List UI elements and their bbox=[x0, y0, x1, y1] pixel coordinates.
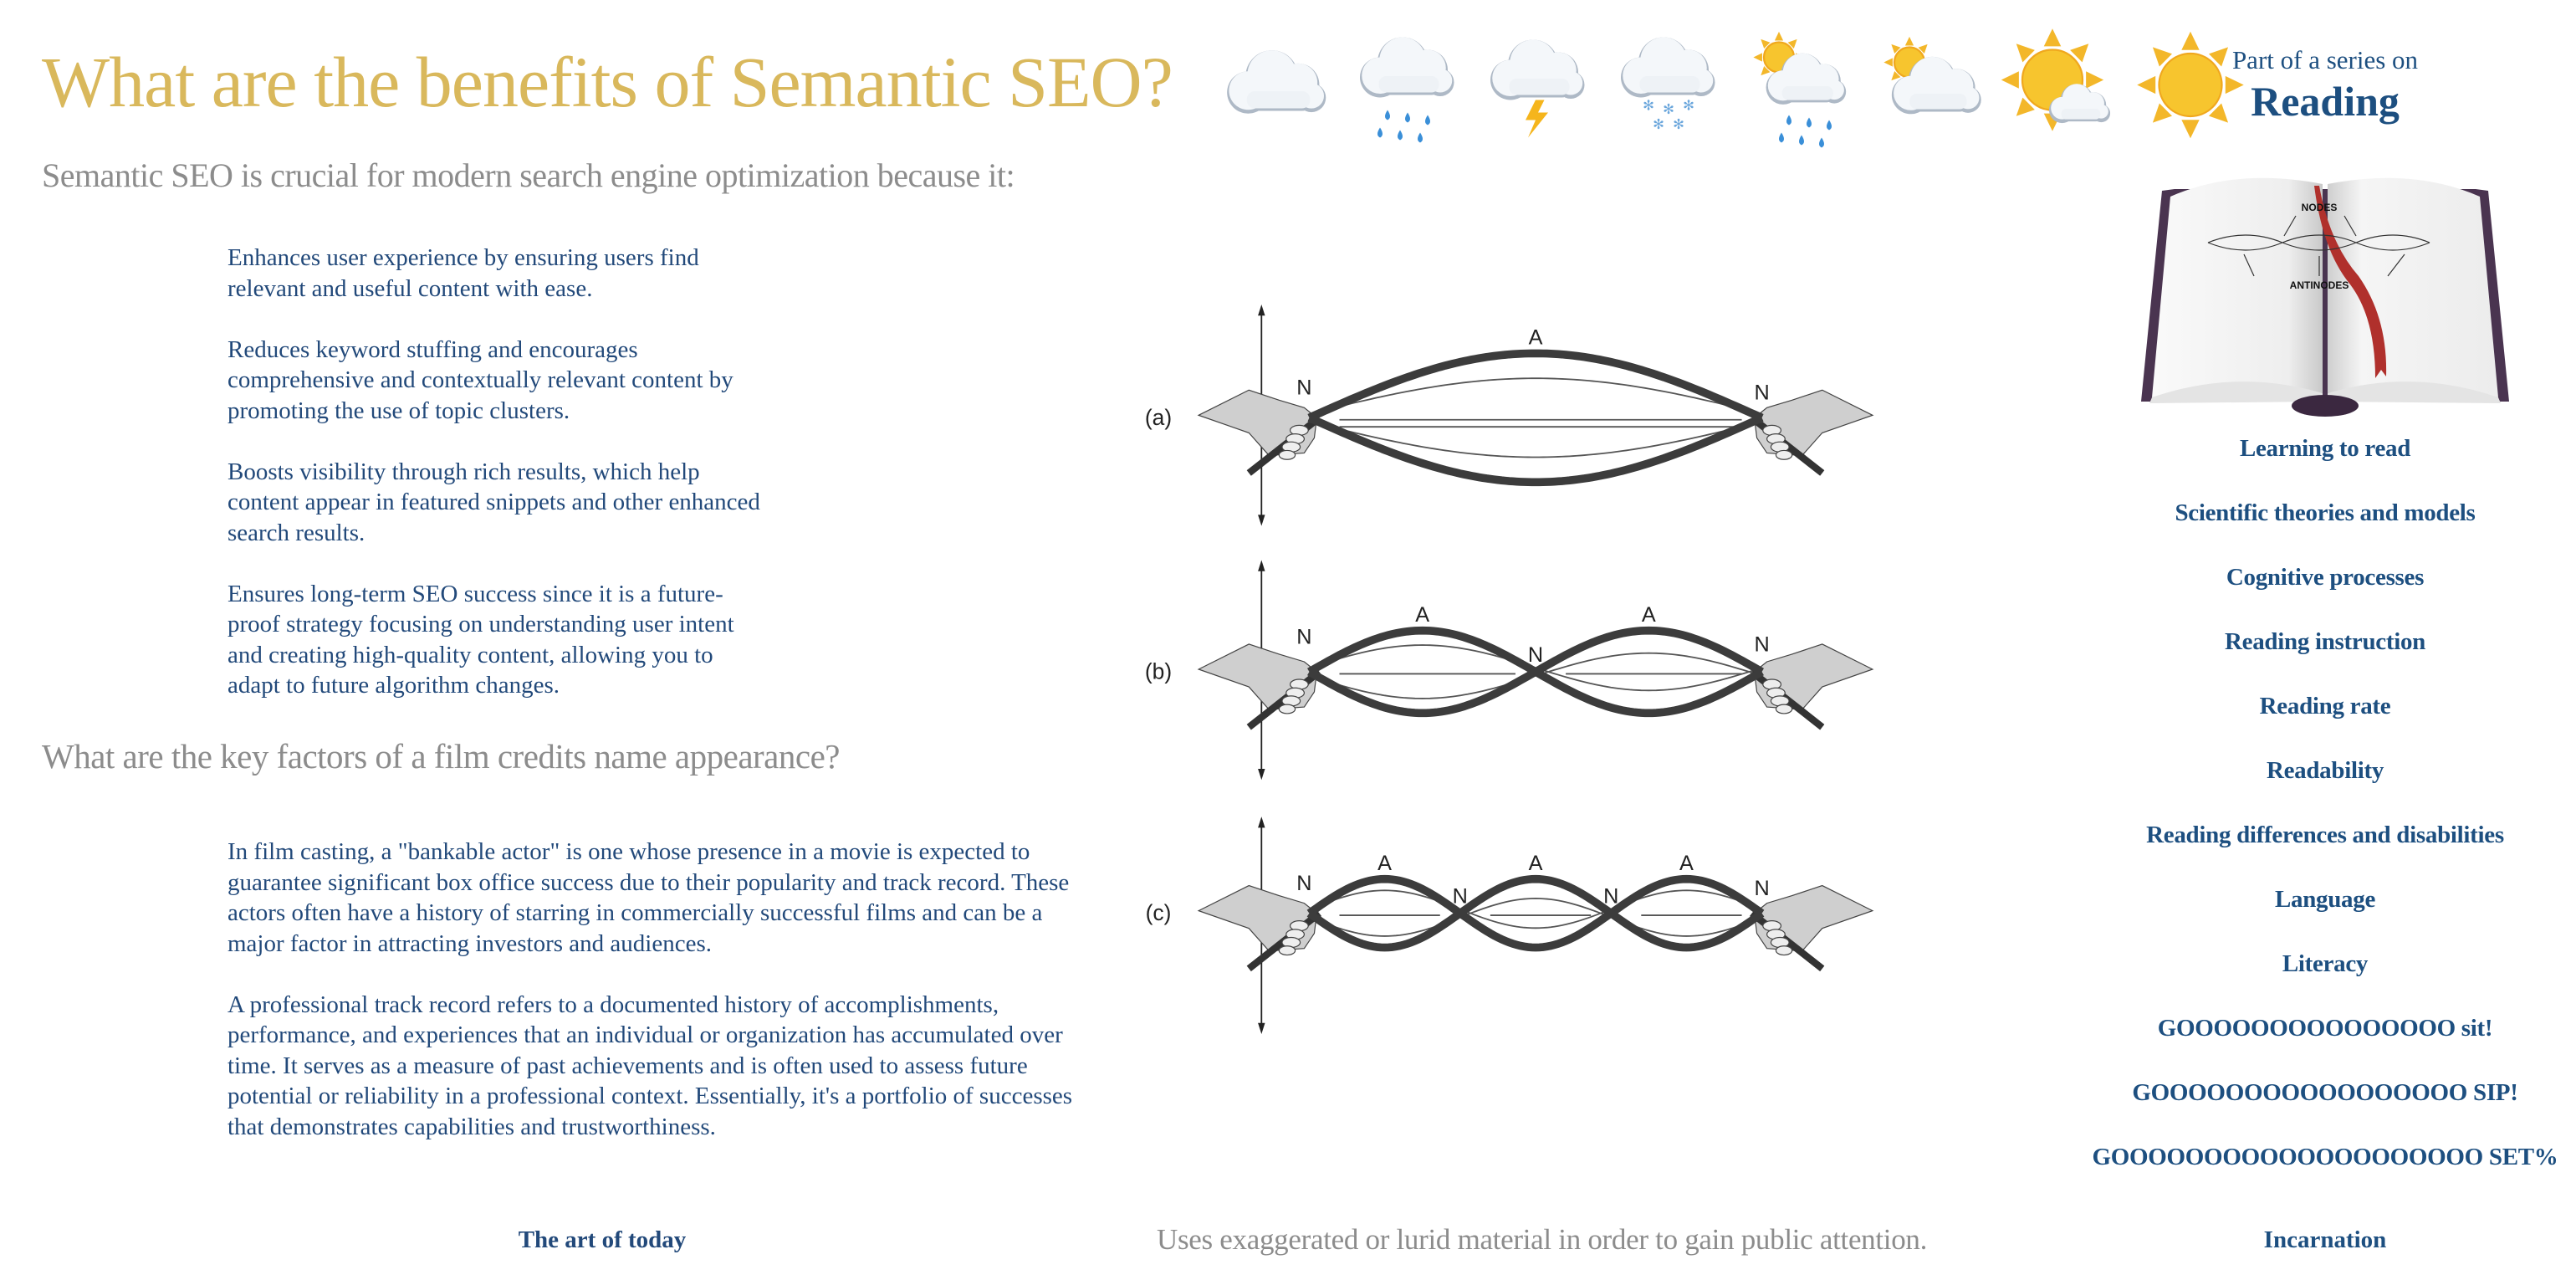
cloud-rain-icon bbox=[1360, 37, 1454, 143]
antinode-label: A bbox=[1529, 852, 1543, 875]
nav-item-cognitive-processes[interactable]: Cognitive processes bbox=[2226, 564, 2425, 591]
book-label-nodes: NODES bbox=[2302, 202, 2338, 213]
wave-upper bbox=[1307, 349, 1764, 422]
cloud-icon bbox=[1227, 50, 1326, 114]
right-hand-icon bbox=[1749, 389, 1874, 476]
inner-wave bbox=[1309, 421, 1762, 458]
benefit-paragraph: Boosts visibility through rich results, … bbox=[227, 458, 760, 546]
cloud-snow-icon: ✻✻✻✻✻ bbox=[1621, 37, 1715, 132]
footer-art-link[interactable]: The art of today bbox=[518, 1226, 687, 1253]
wave-upper bbox=[1306, 874, 1765, 952]
book-label-antinodes: ANTINODES bbox=[2290, 279, 2349, 291]
nav-item-incarnation[interactable]: Incarnation bbox=[2263, 1226, 2387, 1253]
svg-text:✻: ✻ bbox=[1643, 98, 1654, 114]
factor-paragraph: A professional track record refers to a … bbox=[227, 991, 1073, 1140]
sun-behind-large-cloud-icon bbox=[1883, 36, 1981, 115]
series-title[interactable]: Reading bbox=[2251, 78, 2400, 125]
right-hand-icon bbox=[1749, 643, 1874, 730]
arrow-up-icon bbox=[1258, 560, 1265, 571]
inner-wave bbox=[1309, 889, 1762, 929]
sun-behind-rain-cloud-icon bbox=[1753, 31, 1847, 148]
benefit-paragraph: Ensures long-term SEO success since it i… bbox=[227, 580, 734, 699]
svg-text:✻: ✻ bbox=[1673, 116, 1684, 132]
page-title: What are the benefits of Semantic SEO? bbox=[42, 42, 1173, 122]
open-book-image: NODES ANTINODES bbox=[2141, 177, 2509, 417]
cloud-lightning-icon bbox=[1490, 39, 1585, 138]
node-label: N bbox=[1453, 885, 1468, 909]
wave-lower bbox=[1307, 626, 1764, 718]
nav-item-language[interactable]: Language bbox=[2274, 886, 2376, 913]
node-label: N bbox=[1296, 625, 1311, 648]
node-label: N bbox=[1528, 643, 1543, 667]
left-hand-icon bbox=[1197, 389, 1322, 476]
footer-definition: Uses exaggerated or lurid material in or… bbox=[1157, 1223, 1928, 1256]
antinode-label: A bbox=[1377, 852, 1392, 875]
node-label: N bbox=[1754, 877, 1769, 900]
inner-wave bbox=[1309, 377, 1762, 415]
antinode-label: A bbox=[1415, 603, 1429, 627]
node-label: N bbox=[1296, 376, 1311, 400]
section-heading: What are the key factors of a film credi… bbox=[42, 737, 840, 776]
panel-label: (a) bbox=[1145, 405, 1172, 430]
node-label: N bbox=[1754, 381, 1769, 405]
arrow-down-icon bbox=[1258, 1022, 1265, 1034]
nav-item-scientific-theories[interactable]: Scientific theories and models bbox=[2175, 499, 2476, 526]
nav-item-reading-differences[interactable]: Reading differences and disabilities bbox=[2146, 822, 2504, 848]
nav-item-go-sit[interactable]: GOOOOOOOOOOOOOOO sit! bbox=[2157, 1015, 2493, 1042]
svg-text:✻: ✻ bbox=[1683, 98, 1694, 114]
node-label: N bbox=[1754, 632, 1769, 656]
arrow-up-icon bbox=[1258, 817, 1265, 828]
factor-paragraph: In film casting, a "bankable actor" is o… bbox=[227, 838, 1070, 957]
left-hand-icon bbox=[1197, 884, 1322, 972]
standing-wave-diagram: (a) N N A (b) N N N A A (c) N N N N A A A bbox=[1145, 305, 1874, 1034]
nav-item-reading-instruction[interactable]: Reading instruction bbox=[2224, 628, 2426, 655]
arrow-down-icon bbox=[1258, 515, 1265, 526]
arrow-up-icon bbox=[1258, 305, 1265, 316]
factors-text: In film casting, a "bankable actor" is o… bbox=[227, 837, 1081, 1173]
antinode-label: A bbox=[1679, 852, 1694, 875]
wave-lower bbox=[1306, 874, 1765, 952]
sun-icon bbox=[2137, 31, 2244, 139]
panel-label: (b) bbox=[1145, 658, 1172, 684]
benefit-paragraph: Reduces keyword stuffing and encourages … bbox=[227, 335, 733, 424]
nav-item-go-set[interactable]: GOOOOOOOOOOOOOOOOOOOO SET% bbox=[2092, 1144, 2558, 1170]
panel-label: (c) bbox=[1146, 900, 1172, 925]
svg-text:✻: ✻ bbox=[1663, 101, 1674, 117]
svg-text:✻: ✻ bbox=[1653, 116, 1664, 132]
benefits-list: Enhances user experience by ensuring use… bbox=[227, 243, 771, 731]
nav-item-readability[interactable]: Readability bbox=[2266, 757, 2384, 784]
antinode-label: A bbox=[1642, 603, 1656, 627]
left-hand-icon bbox=[1197, 643, 1322, 730]
right-hand-icon bbox=[1749, 884, 1874, 972]
sun-behind-small-cloud-icon bbox=[2001, 28, 2111, 131]
weather-emoji-row: ✻✻✻✻✻ bbox=[1214, 17, 2253, 167]
inner-wave bbox=[1309, 898, 1762, 937]
nav-item-literacy[interactable]: Literacy bbox=[2282, 950, 2369, 977]
nav-item-reading-rate[interactable]: Reading rate bbox=[2259, 693, 2391, 719]
arrow-down-icon bbox=[1258, 769, 1265, 781]
series-label: Part of a series on bbox=[2231, 45, 2419, 74]
benefit-paragraph: Enhances user experience by ensuring use… bbox=[227, 244, 699, 302]
nav-item-go-sip[interactable]: GOOOOOOOOOOOOOOOOO SIP! bbox=[2132, 1079, 2518, 1106]
page-subtitle: Semantic SEO is crucial for modern searc… bbox=[42, 156, 1015, 194]
node-label: N bbox=[1603, 885, 1618, 909]
antinode-label: A bbox=[1529, 326, 1543, 350]
node-label: N bbox=[1296, 872, 1311, 895]
series-nav: Learning to read Scientific theories and… bbox=[2074, 432, 2576, 1205]
wave-lower bbox=[1307, 413, 1764, 487]
nav-item-learning-to-read[interactable]: Learning to read bbox=[2239, 435, 2411, 462]
